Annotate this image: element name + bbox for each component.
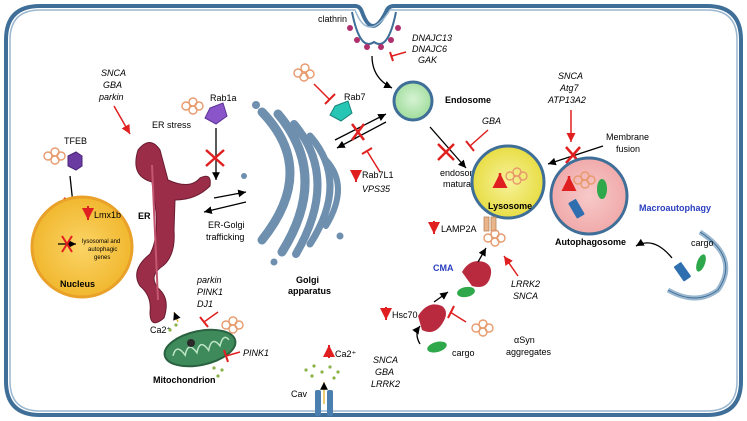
lmx1b-label: Lmx1b	[94, 210, 121, 220]
endo-gene-3: GAK	[418, 55, 438, 65]
rab1a-protein	[204, 102, 228, 125]
auto-gene-1: SNCA	[558, 71, 583, 81]
endo-gene-2: DNAJC6	[412, 44, 447, 54]
cargo-macro-label: cargo	[691, 238, 714, 248]
lyso-genes-2: autophagic	[88, 247, 117, 253]
asyn-cluster-mito	[221, 316, 244, 334]
tfeb-protein	[67, 151, 83, 171]
rab1a-label: Rab1a	[210, 93, 237, 103]
rab7-protein	[329, 100, 353, 122]
er-golgi-1: ER-Golgi	[208, 220, 245, 230]
cav-label: Cav	[291, 389, 308, 399]
rab7l1-label: Rab7L1	[362, 170, 394, 180]
cav-gene-2: GBA	[375, 367, 394, 377]
cav-gene-3: LRRK2	[371, 379, 400, 389]
lamp2a-label: LAMP2A	[441, 224, 477, 234]
mito-gene-3: DJ1	[197, 299, 213, 309]
er-gene-1: SNCA	[101, 68, 126, 78]
endosome-label: Endosome	[445, 95, 491, 105]
asyn-cluster-tfeb	[43, 147, 66, 165]
vps35-label: VPS35	[362, 184, 391, 194]
endosome-maturation-1: endosome	[440, 168, 482, 178]
clathrin-label: clathrin	[318, 14, 347, 24]
cav-channel	[315, 390, 333, 416]
hsc70-cargo-complex	[462, 261, 492, 287]
er-gene-2: GBA	[103, 80, 122, 90]
rab7-label: Rab7	[344, 92, 366, 102]
pink1-label: PINK1	[243, 348, 269, 358]
endosome-maturation-2: maturation	[443, 179, 486, 189]
macroautophagy-label: Macroautophagy	[639, 203, 711, 213]
auto-gene-3: ATP13A2	[547, 95, 586, 105]
er-label: ER	[138, 211, 151, 221]
ca2-ions	[304, 364, 340, 380]
er-gene-3: parkin	[98, 92, 124, 102]
cma-gene-2: SNCA	[513, 291, 538, 301]
lyso-genes-1: lysosomal and	[82, 239, 120, 245]
golgi-label-1: Golgi	[296, 275, 319, 285]
nucleus-label: Nucleus	[60, 279, 95, 289]
asyn-in-autophagosome	[573, 171, 596, 189]
endosome	[392, 80, 434, 122]
cav-gene-1: SNCA	[373, 355, 398, 365]
endo-gene-1: DNAJC13	[412, 33, 452, 43]
lysosome-label: Lysosome	[488, 201, 532, 211]
lysosome	[470, 144, 546, 220]
autophagosome-label: Autophagosome	[555, 237, 626, 247]
mito-gene-1: parkin	[196, 275, 222, 285]
asyn-at-lamp2a	[483, 229, 506, 247]
cell-membrane	[4, 4, 743, 417]
nucleus	[30, 195, 134, 299]
asyn-cluster-rab1a	[181, 97, 204, 115]
asyn-cluster-rab7	[293, 63, 315, 82]
er-stress-label: ER stress	[152, 120, 192, 130]
clathrin-coat	[347, 11, 401, 50]
mitochondrion-label: Mitochondrion	[153, 375, 216, 385]
hsc70-protein	[418, 304, 446, 332]
hsc70-label: Hsc70	[392, 310, 418, 320]
tfeb-label: TFEB	[64, 136, 87, 146]
mitochondrion	[163, 328, 237, 368]
cma-gene-1: LRRK2	[511, 279, 540, 289]
er-golgi-2: trafficking	[206, 232, 244, 242]
cma-label: CMA	[433, 263, 454, 273]
golgi-label-2: apparatus	[288, 286, 331, 296]
er	[135, 142, 211, 324]
asyn-label-1: αSyn	[514, 335, 535, 345]
gba-endo-label: GBA	[482, 116, 501, 126]
asyn-label-2: aggregates	[506, 347, 552, 357]
membrane-fusion-2: fusion	[616, 144, 640, 154]
membrane-fusion-1: Membrane	[606, 132, 649, 142]
ca2-cav-label: Ca2⁺	[335, 349, 357, 359]
lamp2a-channel	[483, 216, 497, 232]
ca2-mito-label: Ca2⁺	[150, 325, 172, 335]
cargo-cma-label: cargo	[452, 348, 475, 358]
autophagosome	[549, 156, 629, 236]
golgi-apparatus	[241, 101, 344, 266]
mito-gene-2: PINK1	[197, 287, 223, 297]
asyn-in-lysosome	[505, 167, 528, 185]
auto-gene-2: Atg7	[559, 83, 580, 93]
lyso-genes-3: genes	[94, 255, 110, 261]
cell-membrane-inner	[9, 9, 738, 412]
asyn-aggregates	[471, 319, 494, 337]
